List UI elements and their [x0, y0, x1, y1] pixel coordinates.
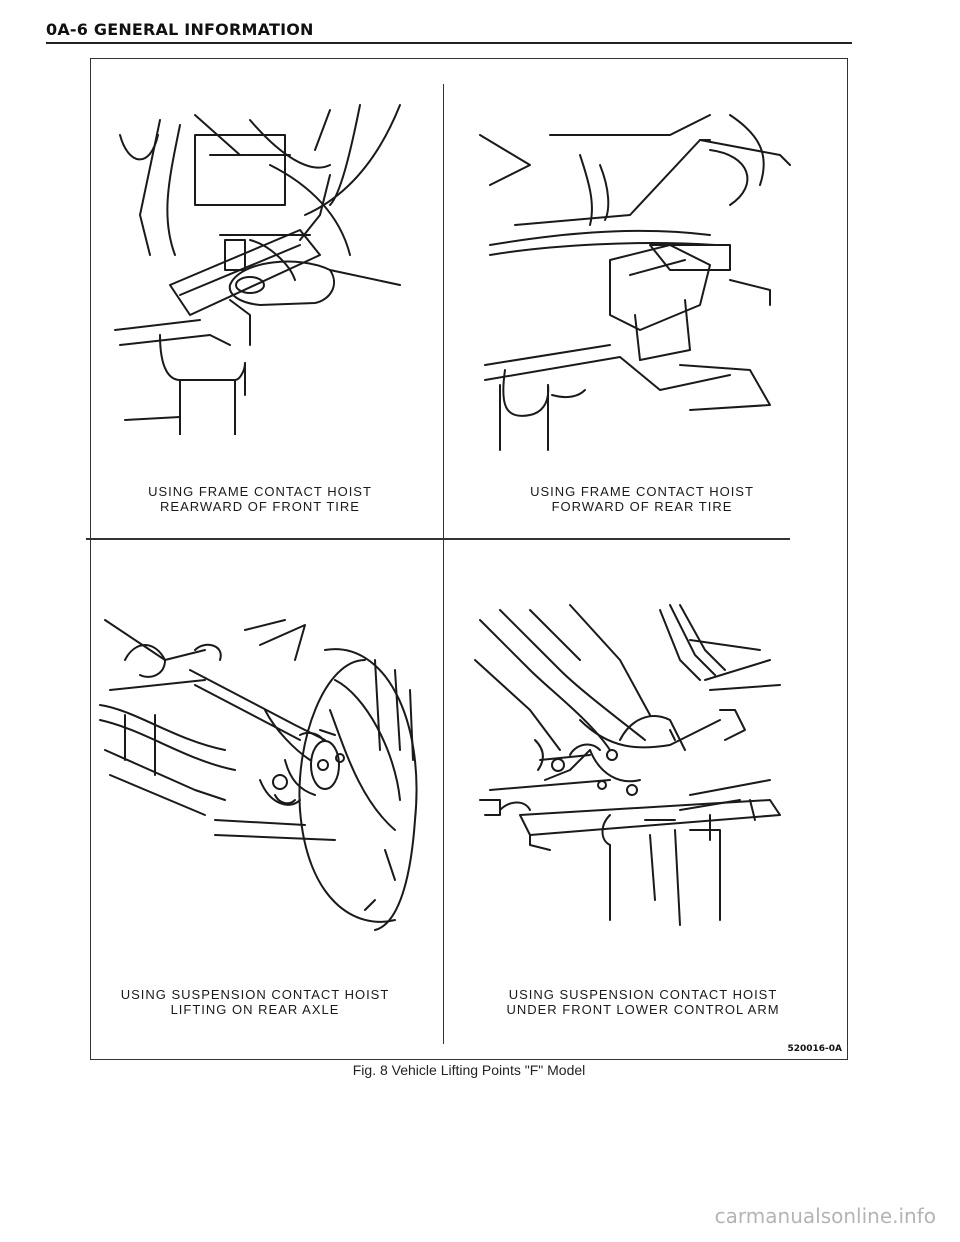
caption-line-2: LIFTING ON REAR AXLE — [170, 1002, 340, 1017]
caption-line-2: FORWARD OF REAR TIRE — [551, 499, 733, 514]
figure-caption: Fig. 8 Vehicle Lifting Points "F" Model — [352, 1062, 586, 1078]
figure-vertical-divider — [443, 84, 444, 1044]
illustration-frame-hoist-rear — [470, 95, 800, 455]
figure-frame — [90, 58, 848, 1060]
caption-line-1: USING SUSPENSION CONTACT HOIST — [120, 987, 390, 1002]
illustration-suspension-hoist-control-arm — [470, 600, 800, 940]
caption-line-1: USING FRAME CONTACT HOIST — [530, 484, 754, 499]
illustration-suspension-hoist-rear-axle — [95, 600, 425, 960]
caption-line-1: USING FRAME CONTACT HOIST — [148, 484, 372, 499]
caption-line-2: UNDER FRONT LOWER CONTROL ARM — [506, 1002, 780, 1017]
caption-suspension-hoist-control-arm: USING SUSPENSION CONTACT HOIST UNDER FRO… — [468, 987, 818, 1017]
illustration-frame-hoist-front — [100, 95, 430, 435]
caption-frame-hoist-rear: USING FRAME CONTACT HOIST FORWARD OF REA… — [492, 484, 792, 514]
figure-code: 520016-0A — [787, 1044, 842, 1054]
caption-frame-hoist-front: USING FRAME CONTACT HOIST REARWARD OF FR… — [110, 484, 410, 514]
caption-suspension-hoist-rear-axle: USING SUSPENSION CONTACT HOIST LIFTING O… — [100, 987, 410, 1017]
watermark: carmanualsonline.info — [714, 1204, 936, 1228]
caption-line-2: REARWARD OF FRONT TIRE — [160, 499, 360, 514]
header-rule — [46, 42, 852, 44]
caption-line-1: USING SUSPENSION CONTACT HOIST — [508, 987, 778, 1002]
section-title: 0A-6 GENERAL INFORMATION — [46, 20, 314, 39]
figure-horizontal-divider — [86, 538, 790, 540]
